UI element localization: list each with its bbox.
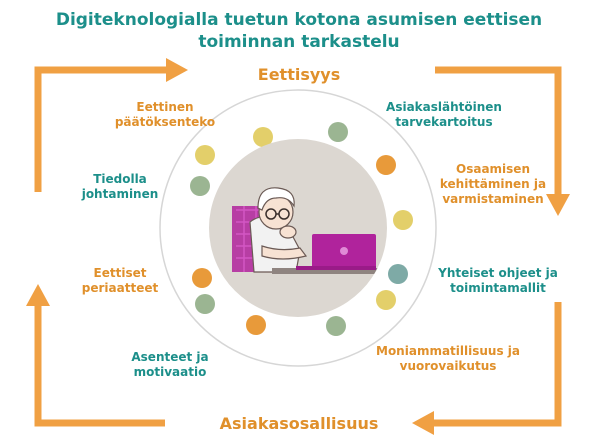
elderly-person-with-laptop-illustration (232, 187, 382, 274)
ring-dot (253, 127, 273, 147)
arrow-head-top-right (546, 194, 570, 216)
ring-dot (190, 176, 210, 196)
label-eettisyys: Eettisyys (257, 65, 341, 84)
ring-dot (326, 316, 346, 336)
label-line: johtaminen (81, 187, 159, 201)
label-line: Eettiset (93, 266, 147, 280)
arrow-top-left (34, 66, 168, 192)
label-tiedolla-johtaminen: Tiedolla johtaminen (70, 172, 170, 202)
ring-dot (376, 155, 396, 175)
arrow-head-bottom-right (412, 411, 434, 435)
label-line: motivaatio (133, 365, 207, 379)
ring-dot (376, 290, 396, 310)
ring-dot (393, 210, 413, 230)
label-line: toimintamallit (450, 281, 546, 295)
label-asiakaslahtoinen-tarvekartoitus: Asiakaslähtöinen tarvekartoitus (374, 100, 514, 130)
diagram-title-line-2: toiminnan tarkastelu (198, 32, 400, 52)
label-yhteiset-ohjeet: Yhteiset ohjeet ja toimintamallit (418, 266, 578, 296)
label-eettiset-periaatteet: Eettiset periaatteet (70, 266, 170, 296)
ring-dot (195, 145, 215, 165)
label-asiakasosallisuus: Asiakasosallisuus (219, 414, 379, 433)
label-line: Tiedolla (93, 172, 147, 186)
arrow-head-top-left (166, 58, 188, 82)
ring-dot (246, 315, 266, 335)
diagram-title-line-1: Digiteknologialla tuetun kotona asumisen… (55, 10, 543, 30)
label-line: varmistaminen (442, 192, 544, 206)
arrow-top-right (435, 66, 562, 196)
label-line: Asenteet ja (131, 350, 209, 364)
label-osaamisen-kehittaminen: Osaamisen kehittäminen ja varmistaminen (418, 162, 568, 207)
ring-dot (192, 268, 212, 288)
ring-dot (388, 264, 408, 284)
label-line: päätöksenteko (114, 115, 216, 129)
label-eettinen-paatoksenteko: Eettinen päätöksenteko (100, 100, 230, 130)
label-line: Yhteiset ohjeet ja (438, 266, 558, 280)
outer-ring (159, 89, 437, 367)
arrow-bottom-left (34, 304, 165, 427)
ring-dot (328, 122, 348, 142)
label-line: tarvekartoitus (395, 115, 493, 129)
label-line: Osaamisen (456, 162, 530, 176)
label-line: kehittäminen ja (439, 177, 547, 191)
label-line: Eettinen (136, 100, 194, 114)
label-line: Moniammatillisuus ja (376, 344, 520, 358)
label-line: vuorovaikutus (399, 359, 497, 373)
label-asenteet-motivaatio: Asenteet ja motivaatio (110, 350, 230, 380)
label-line: periaatteet (81, 281, 159, 295)
label-moniammatillisuus: Moniammatillisuus ja vuorovaikutus (368, 344, 528, 374)
arrow-bottom-right (432, 302, 562, 427)
arrow-head-bottom-left (26, 284, 50, 306)
ring-dot (195, 294, 215, 314)
label-line: Asiakaslähtöinen (386, 100, 502, 114)
